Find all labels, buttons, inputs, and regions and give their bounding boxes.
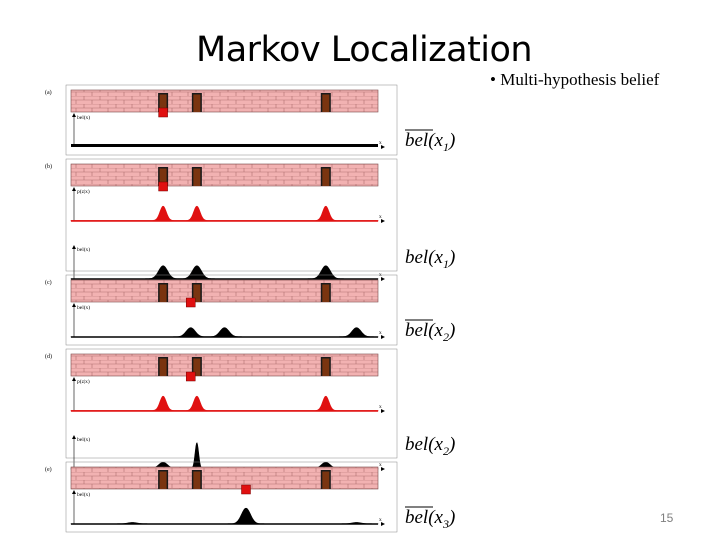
y-axis-arrow xyxy=(72,303,76,307)
door xyxy=(159,168,167,186)
panel-frame xyxy=(65,158,398,272)
door xyxy=(159,471,167,489)
slide-title: Markov Localization xyxy=(196,30,533,70)
bullet-text: Multi-hypothesis belief xyxy=(500,70,660,89)
uniform-belief xyxy=(71,144,378,147)
panel-label: (e) xyxy=(45,466,52,473)
y-axis-arrow xyxy=(72,490,76,494)
formula-subscript: 1 xyxy=(443,257,449,271)
door xyxy=(159,284,167,302)
x-axis-arrow xyxy=(381,335,385,339)
door xyxy=(193,168,201,186)
x-axis-arrow xyxy=(381,219,385,223)
x-axis-label: x xyxy=(379,214,382,220)
y-axis-arrow xyxy=(72,435,76,439)
formula: bel(x2) xyxy=(405,434,455,458)
door xyxy=(159,358,167,376)
panel-d: (d) p(z|x) x bel(x) x bel(x2) xyxy=(45,348,455,471)
plot-label: bel(x) xyxy=(77,436,90,443)
plot-label: bel(x) xyxy=(77,246,90,253)
x-axis-arrow xyxy=(381,277,385,281)
x-axis-label: x xyxy=(379,517,382,523)
formula: bel(x2) xyxy=(405,320,455,344)
x-axis-arrow xyxy=(381,145,385,149)
formula: bel(x1) xyxy=(405,130,455,154)
formula-close: ) xyxy=(448,320,455,341)
x-axis-label: x xyxy=(379,462,382,468)
formula-close: ) xyxy=(448,507,455,528)
corridor-wall xyxy=(70,353,379,377)
x-axis-label: x xyxy=(379,404,382,410)
panel-frame xyxy=(65,84,398,156)
door xyxy=(322,168,330,186)
observation-curve xyxy=(70,395,379,412)
observation-curve xyxy=(70,205,379,222)
formula-close: ) xyxy=(448,434,455,455)
belief-curve xyxy=(70,327,379,338)
panels-layer: (a) bel(x) x bel(x1) (b) p(z|x) x bel(x) x bel(x1… xyxy=(45,84,455,533)
corridor-wall xyxy=(70,279,379,303)
door xyxy=(159,94,167,112)
panel-frame xyxy=(65,461,398,533)
formula: bel(x1) xyxy=(405,247,455,271)
y-axis-arrow xyxy=(72,245,76,249)
formula-close: ) xyxy=(448,247,455,268)
robot-marker xyxy=(158,181,168,192)
belief-curve xyxy=(70,507,379,525)
panel-c: (c) bel(x) x bel(x2) xyxy=(45,274,455,346)
formula-subscript: 2 xyxy=(443,330,449,344)
y-axis-arrow xyxy=(72,187,76,191)
x-axis-label: x xyxy=(379,140,382,146)
x-axis-arrow xyxy=(381,467,385,471)
belief-curve xyxy=(70,265,379,280)
panel-frame xyxy=(65,274,398,346)
panel-a: (a) bel(x) x bel(x1) xyxy=(45,84,455,156)
x-axis-arrow xyxy=(381,409,385,413)
door xyxy=(322,358,330,376)
panel-frame xyxy=(65,348,398,459)
robot-marker xyxy=(158,107,168,118)
door xyxy=(322,284,330,302)
door xyxy=(193,471,201,489)
corridor-wall xyxy=(70,163,379,187)
door xyxy=(193,358,201,376)
door xyxy=(322,94,330,112)
formula-close: ) xyxy=(448,130,455,151)
x-axis-label: x xyxy=(379,330,382,336)
formula: bel(x3) xyxy=(405,507,455,531)
panel-e: (e) bel(x) x bel(x3) xyxy=(45,461,455,533)
door xyxy=(322,471,330,489)
y-axis-arrow xyxy=(72,377,76,381)
formula-subscript: 1 xyxy=(443,140,449,154)
plot-label: bel(x) xyxy=(77,114,90,121)
corridor-wall xyxy=(70,89,379,113)
plot-label: p(z|x) xyxy=(77,188,90,195)
robot-marker xyxy=(185,371,196,382)
y-axis-arrow xyxy=(72,113,76,117)
robot-marker xyxy=(185,297,196,308)
plot-label: bel(x) xyxy=(77,491,90,498)
page-number: 15 xyxy=(660,511,674,525)
bullet-multi-hypothesis: • Multi-hypothesis belief xyxy=(490,70,660,89)
robot-marker xyxy=(241,484,251,495)
panel-label: (d) xyxy=(45,353,52,360)
panel-label: (a) xyxy=(45,89,52,96)
plot-label: p(z|x) xyxy=(77,378,90,385)
door xyxy=(193,284,201,302)
door xyxy=(193,94,201,112)
plot-label: bel(x) xyxy=(77,304,90,311)
corridor-wall xyxy=(70,466,379,490)
panel-label: (b) xyxy=(45,163,52,170)
belief-curve xyxy=(70,442,379,470)
formula-subscript: 3 xyxy=(442,517,449,531)
panel-label: (c) xyxy=(45,279,52,286)
formula-subscript: 2 xyxy=(443,444,449,458)
x-axis-arrow xyxy=(381,522,385,526)
